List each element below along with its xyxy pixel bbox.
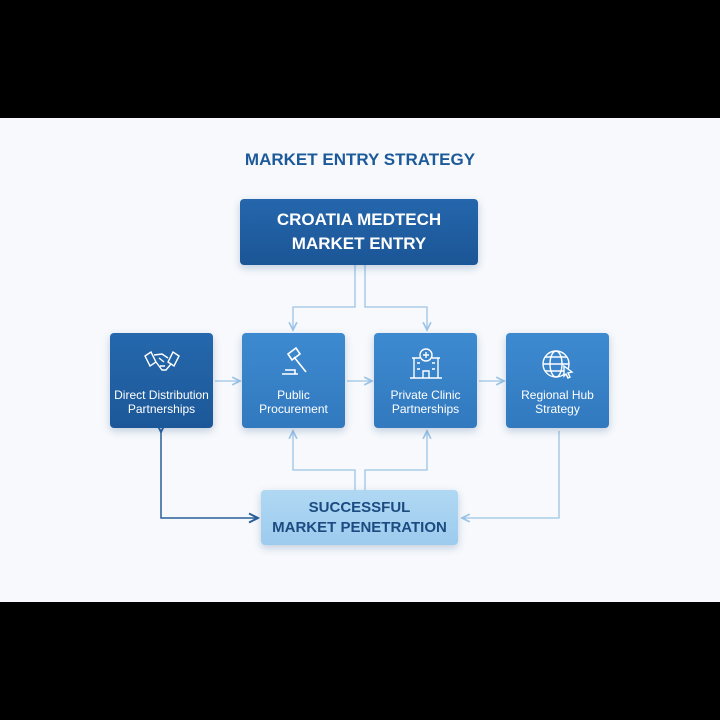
step-label-line2: Partnerships: [391, 401, 460, 416]
handshake-icon: [143, 350, 180, 371]
connector-top-to-clinic: [364, 265, 427, 330]
connector-top-to-procurement: [293, 265, 356, 330]
step-public-procurement: Public Procurement: [242, 333, 345, 428]
step-label-line2: Strategy: [535, 401, 580, 416]
diagram-title: MARKET ENTRY STRATEGY: [244, 150, 476, 169]
bottom-box-line2: MARKET PENETRATION: [272, 518, 447, 536]
step-label-line1: Public: [277, 387, 310, 402]
step-direct-distribution: Direct Distribution Partnerships: [110, 333, 213, 428]
step-label-line2: Procurement: [259, 401, 328, 416]
top-box-line2: MARKET ENTRY: [291, 234, 427, 253]
hospital-icon: [409, 347, 442, 379]
top-box-line1: CROATIA MEDTECH: [276, 210, 442, 229]
step-private-clinic: Private Clinic Partnerships: [374, 333, 477, 428]
connector-regional-to-bottom: [462, 431, 560, 518]
bottom-box: SUCCESSFUL MARKET PENETRATION: [261, 490, 458, 545]
bottom-box-line1: SUCCESSFUL: [308, 498, 411, 516]
globe-cursor-icon: [541, 349, 574, 379]
step-label-line1: Direct Distribution: [114, 387, 209, 402]
step-label-line2: Partnerships: [127, 401, 196, 416]
step-label-line1: Regional Hub: [521, 387, 594, 402]
connector-bottom-to-clinic: [364, 431, 427, 490]
connector-bottom-to-procurement: [293, 431, 356, 490]
top-box: CROATIA MEDTECH MARKET ENTRY: [240, 199, 478, 265]
step-label-line1: Private Clinic: [390, 387, 461, 402]
gavel-icon: [281, 346, 307, 375]
step-regional-hub: Regional Hub Strategy: [506, 333, 609, 428]
connector-direct-bottom: [161, 432, 258, 518]
